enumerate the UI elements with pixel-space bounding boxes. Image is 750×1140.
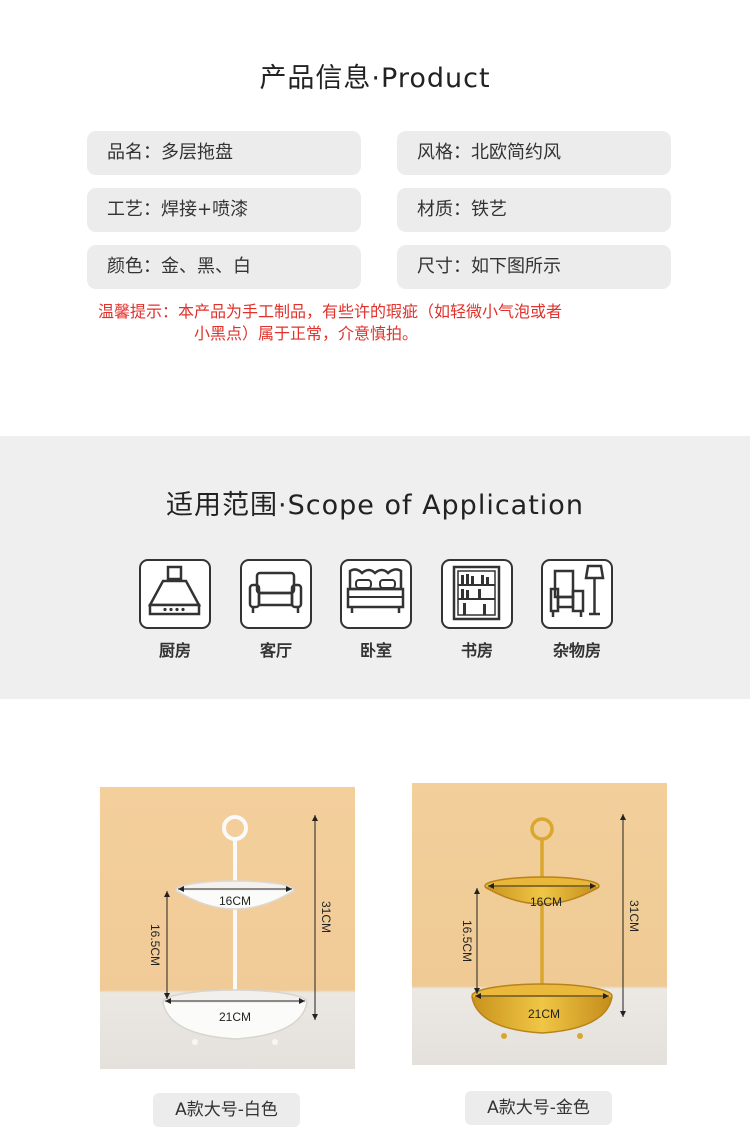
- scope-label-study: 书房: [460, 641, 493, 660]
- scope-label-kitchen: 厨房: [158, 641, 191, 660]
- gold-bottom-tray-dim: 21CM: [528, 1007, 560, 1021]
- scope-label-bedroom: 卧室: [359, 641, 392, 660]
- scope-item-kitchen: 厨房: [139, 559, 211, 661]
- product-caption-white: A款大号-白色: [153, 1093, 300, 1127]
- sofa-icon: [240, 559, 312, 629]
- gold-tier-gap-dim: 16.5CM: [460, 920, 474, 962]
- scope-item-living-room: 客厅: [240, 559, 312, 661]
- warm-tip: 温馨提示：本产品为手工制品，有些许的瑕疵（如轻微小气泡或者 小黑点）属于正常，介…: [98, 301, 658, 345]
- info-product-name: 品名：多层拖盘: [87, 131, 361, 175]
- product-section-title: 产品信息·Product: [259, 63, 491, 94]
- product-caption-gold: A款大号-金色: [465, 1091, 612, 1125]
- bed-icon: [340, 559, 412, 629]
- scope-item-storage-room: 杂物房: [541, 559, 613, 661]
- product-photo-white: 16CM 21CM 16.5CM 31CM: [100, 787, 355, 1069]
- scope-section-title: 适用范围·Scope of Application: [166, 490, 584, 521]
- info-size: 尺寸：如下图所示: [397, 245, 671, 289]
- scope-label-storage-room: 杂物房: [552, 641, 601, 660]
- scope-item-bedroom: 卧室: [340, 559, 412, 661]
- gold-top-tray-dim: 16CM: [530, 895, 562, 909]
- range-hood-icon: [139, 559, 211, 629]
- scope-label-living-room: 客厅: [259, 641, 292, 660]
- info-style: 风格：北欧简约风: [397, 131, 671, 175]
- white-top-tray-dim: 16CM: [219, 894, 251, 908]
- info-material: 材质：铁艺: [397, 188, 671, 232]
- warm-tip-line1: 温馨提示：本产品为手工制品，有些许的瑕疵（如轻微小气泡或者: [98, 302, 563, 321]
- product-photo-gold: 16CM 21CM 16.5CM 31CM: [412, 783, 667, 1065]
- info-craft: 工艺：焊接+喷漆: [87, 188, 361, 232]
- scope-section: 适用范围·Scope of Application 厨房: [0, 436, 750, 699]
- armchair-lamp-icon: [541, 559, 613, 629]
- warm-tip-line2: 小黑点）属于正常，介意慎拍。: [194, 324, 419, 343]
- white-height-dim: 31CM: [319, 901, 333, 933]
- info-color: 颜色：金、黑、白: [87, 245, 361, 289]
- white-tier-gap-dim: 16.5CM: [148, 924, 162, 966]
- gold-height-dim: 31CM: [627, 900, 641, 932]
- bookshelf-icon: [441, 559, 513, 629]
- scope-item-study: 书房: [441, 559, 513, 661]
- white-bottom-tray-dim: 21CM: [219, 1010, 251, 1024]
